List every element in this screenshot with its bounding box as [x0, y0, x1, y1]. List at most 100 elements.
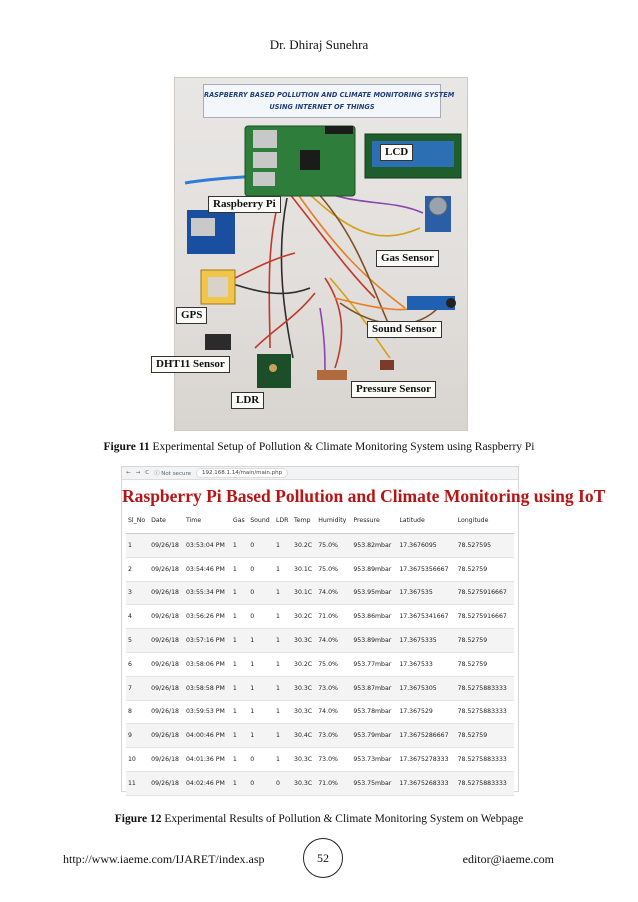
- table-cell: 7: [126, 676, 150, 701]
- table-cell: 78.527595: [455, 533, 514, 558]
- table-cell: 1: [273, 700, 293, 725]
- table-cell: 953.77mbar: [351, 652, 398, 677]
- table-cell: 09/26/18: [149, 676, 184, 701]
- table-cell: 17.367533: [397, 652, 456, 677]
- table-cell: 1: [230, 533, 249, 558]
- forward-icon: →: [135, 470, 141, 476]
- table-cell: 09/26/18: [149, 557, 184, 582]
- table-cell: 74.0%: [316, 628, 352, 653]
- table-cell: 1: [273, 652, 293, 677]
- table-cell: 09/26/18: [149, 652, 184, 677]
- url-field: 192.168.1.14/main/main.php: [195, 468, 289, 478]
- table-cell: 0: [248, 557, 274, 582]
- table-cell: 9: [126, 723, 150, 749]
- table-cell: 03:55:34 PM: [184, 581, 231, 606]
- label-dht11: DHT11 Sensor: [151, 356, 230, 373]
- running-header: Dr. Dhiraj Sunehra: [269, 37, 369, 52]
- table-cell: 30.3C: [292, 771, 317, 796]
- reload-icon: C: [145, 470, 150, 476]
- table-cell: 953.89mbar: [351, 557, 398, 582]
- table-cell: 1: [230, 700, 249, 725]
- table-cell: 1: [273, 604, 293, 630]
- table-cell: 78.5275916667: [455, 581, 514, 606]
- table-cell: 03:54:46 PM: [184, 557, 231, 582]
- table-cell: 17.3675335: [397, 628, 456, 653]
- table-cell: 1: [273, 581, 293, 606]
- setup-photo: RASPBERRY BASED POLLUTION AND CLIMATE MO…: [151, 77, 468, 431]
- table-cell: 1: [230, 652, 249, 677]
- not-secure-badge: ⓘ Not secure: [154, 471, 191, 477]
- table-cell: 953.75mbar: [351, 771, 398, 796]
- table-cell: 2: [126, 557, 150, 582]
- table-cell: 04:01:36 PM: [184, 747, 231, 772]
- figure-11-label: Figure 11: [103, 441, 150, 453]
- webpage-title: Raspberry Pi Based Pollution and Climate…: [122, 486, 606, 506]
- table-cell: 30.1C: [292, 557, 317, 582]
- figure-12-label: Figure 12: [114, 813, 162, 825]
- table-cell: 0: [248, 533, 274, 558]
- table-cell: 0: [248, 747, 274, 772]
- table-cell: 78.5275883333: [455, 771, 514, 796]
- table-cell: 78.52759: [455, 628, 514, 653]
- table-cell: 78.5275916667: [455, 604, 514, 630]
- table-cell: 1: [273, 628, 293, 653]
- table-cell: 78.52759: [455, 652, 514, 677]
- table-cell: 1: [230, 604, 249, 630]
- column-header: Gas: [230, 508, 249, 534]
- label-lcd: LCD: [380, 144, 414, 161]
- column-header: Sound: [248, 508, 274, 534]
- table-cell: 953.89mbar: [351, 628, 398, 653]
- table-cell: 1: [273, 676, 293, 701]
- table-cell: 03:56:26 PM: [184, 604, 231, 630]
- table-cell: 17.3676095: [397, 533, 456, 558]
- table-cell: 1: [273, 557, 293, 582]
- table-cell: 30.3C: [292, 676, 317, 701]
- label-ldr: LDR: [231, 392, 265, 409]
- table-cell: 30.1C: [292, 581, 317, 606]
- table-cell: 09/26/18: [149, 533, 184, 558]
- table-cell: 1: [230, 581, 249, 606]
- figure-12-caption-text: Experimental Results of Pollution & Clim…: [161, 813, 524, 825]
- table-cell: 953.79mbar: [351, 723, 398, 749]
- table-cell: 71.0%: [316, 771, 352, 796]
- table-cell: 1: [230, 628, 249, 653]
- table-cell: 04:00:46 PM: [184, 723, 231, 749]
- journal-url: http://www.iaeme.com/IJARET/index.asp: [63, 852, 265, 866]
- figure-11-caption: Figure 11 Experimental Setup of Pollutio…: [0, 441, 638, 453]
- table-cell: 1: [248, 652, 274, 677]
- browser-address-bar: ← → C ⓘ Not secure 192.168.1.14/main/mai…: [122, 467, 518, 480]
- table-cell: 11: [126, 771, 150, 796]
- column-header: Time: [184, 508, 231, 534]
- table-cell: 09/26/18: [149, 581, 184, 606]
- table-cell: 0: [273, 771, 293, 796]
- column-header: Pressure: [351, 508, 398, 534]
- table-cell: 03:57:16 PM: [184, 628, 231, 653]
- column-header: Sl_No: [126, 508, 150, 534]
- column-header: Longitude: [455, 508, 514, 534]
- table-cell: 03:59:53 PM: [184, 700, 231, 725]
- figure-11-caption-text: Experimental Setup of Pollution & Climat…: [149, 441, 535, 453]
- table-cell: 17.3675305: [397, 676, 456, 701]
- table-cell: 73.0%: [316, 747, 352, 772]
- table-cell: 953.82mbar: [351, 533, 398, 558]
- table-cell: 17.3675356667: [397, 557, 456, 582]
- table-cell: 30.2C: [292, 652, 317, 677]
- table-cell: 4: [126, 604, 150, 630]
- table-cell: 78.52759: [455, 723, 514, 749]
- table-cell: 09/26/18: [149, 771, 184, 796]
- table-cell: 09/26/18: [149, 604, 184, 630]
- label-sound-sensor: Sound Sensor: [367, 321, 442, 338]
- table-cell: 30.3C: [292, 747, 317, 772]
- table-cell: 75.0%: [316, 533, 352, 558]
- table-cell: 1: [230, 676, 249, 701]
- table-cell: 30.2C: [292, 533, 317, 558]
- label-raspberry-pi: Raspberry Pi: [208, 196, 281, 213]
